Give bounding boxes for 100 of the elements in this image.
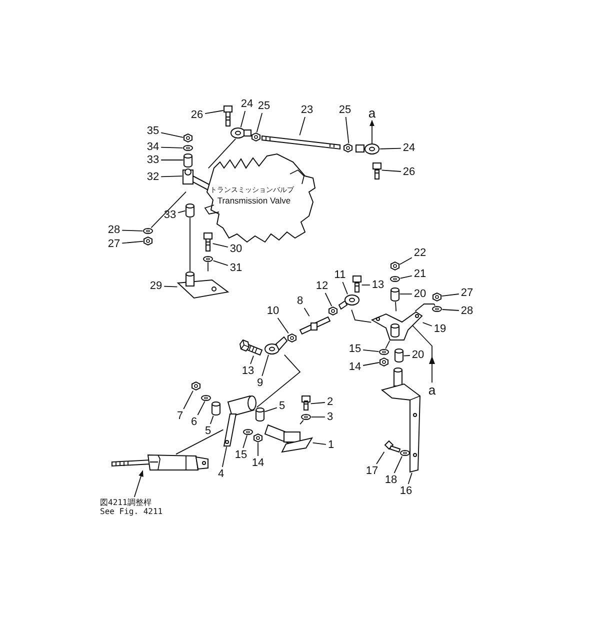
assembly-line	[150, 191, 186, 228]
arrow	[134, 470, 144, 498]
leader-line	[212, 260, 228, 266]
threaded-rod	[299, 316, 331, 335]
callout-number: 8	[296, 295, 304, 307]
leader-line	[441, 294, 460, 297]
assembly-line	[208, 138, 236, 169]
callout-number: 14	[250, 457, 266, 469]
callout-number: 11	[333, 269, 347, 281]
leader-line	[310, 402, 326, 404]
callout-number: 3	[326, 411, 334, 423]
callout-number: 24	[402, 142, 416, 154]
tie-rod	[262, 135, 340, 150]
leader-line	[342, 282, 348, 295]
leader-line	[122, 240, 144, 244]
bolt	[384, 440, 401, 453]
leader-line	[379, 148, 402, 150]
leader-line	[422, 322, 432, 326]
assembly-line	[176, 429, 224, 455]
callout-number: 15	[234, 449, 248, 461]
nut	[184, 133, 192, 143]
callout-number: 10	[266, 305, 280, 317]
note-text: See Fig. 4211	[100, 507, 163, 516]
bracket	[176, 272, 230, 299]
bracket	[264, 424, 314, 453]
leader-line	[408, 472, 412, 484]
callout-number: 7	[176, 410, 184, 422]
leader-line	[362, 349, 380, 352]
bushing	[184, 154, 192, 168]
rod-end	[338, 294, 360, 310]
nut	[192, 381, 200, 391]
washer	[379, 349, 389, 355]
arrow	[412, 325, 435, 383]
assembly-line	[395, 301, 397, 312]
washer	[203, 256, 213, 262]
bracket	[370, 311, 423, 340]
callout-letter: a	[367, 106, 377, 120]
bolt	[302, 396, 310, 410]
lever	[223, 395, 256, 446]
nut	[380, 357, 388, 367]
callout-number: 25	[338, 104, 352, 116]
assembly-line	[351, 309, 372, 323]
assembly-line	[385, 340, 390, 350]
bracket	[380, 368, 420, 473]
washer	[432, 306, 442, 312]
rod-end	[264, 336, 288, 354]
callout-letter: a	[427, 384, 437, 396]
callout-number: 2	[326, 396, 334, 408]
callout-number: 1	[326, 439, 336, 451]
leader-line	[277, 318, 289, 334]
assembly-line	[414, 304, 436, 312]
nut	[144, 236, 152, 246]
leader-line	[262, 354, 269, 376]
leader-line	[160, 176, 183, 178]
bushing	[256, 408, 264, 422]
leader-line	[242, 434, 248, 448]
callout-number: 34	[146, 141, 160, 153]
assembly-line	[256, 354, 301, 408]
washer	[201, 395, 211, 401]
leader-line	[403, 355, 410, 356]
adjusting-rod	[112, 454, 208, 470]
assembly-line	[300, 420, 304, 425]
rod-end	[230, 128, 252, 138]
leader-line	[204, 110, 224, 114]
callout-number: 5	[278, 400, 286, 412]
part-label: Transmission Valve	[217, 196, 291, 206]
leader-line	[222, 446, 228, 468]
callout-number: 20	[410, 349, 426, 361]
callout-number: 27	[106, 238, 122, 250]
washer	[183, 145, 193, 151]
washer	[143, 228, 153, 234]
callout-number: 33	[146, 154, 160, 166]
leader-line	[324, 292, 332, 307]
bushing	[390, 288, 400, 302]
callout-number: 35	[146, 125, 160, 137]
leader-line	[160, 146, 184, 148]
bushing	[212, 402, 220, 416]
callout-number: 6	[190, 416, 198, 428]
leader-line	[250, 355, 254, 364]
nut	[432, 292, 442, 302]
callout-number: 23	[300, 104, 314, 116]
arrow	[369, 120, 375, 144]
leader-line	[122, 230, 144, 232]
callout-number: 26	[402, 166, 416, 178]
callout-number: 18	[384, 474, 398, 486]
bushing	[394, 348, 404, 362]
leader-line	[256, 112, 263, 133]
callout-number: 22	[412, 247, 428, 259]
callout-number: 17	[364, 465, 380, 477]
callout-number: 29	[148, 280, 164, 292]
leader-line	[376, 451, 385, 464]
leader-line	[299, 116, 306, 136]
callout-number: 20	[412, 288, 428, 300]
callout-number: 32	[146, 171, 160, 183]
nut	[390, 261, 400, 271]
leader-line	[210, 415, 214, 424]
callout-number: 9	[256, 377, 264, 389]
callout-number: 13	[370, 279, 386, 291]
leader-line	[197, 400, 206, 416]
leader-line	[381, 170, 402, 172]
